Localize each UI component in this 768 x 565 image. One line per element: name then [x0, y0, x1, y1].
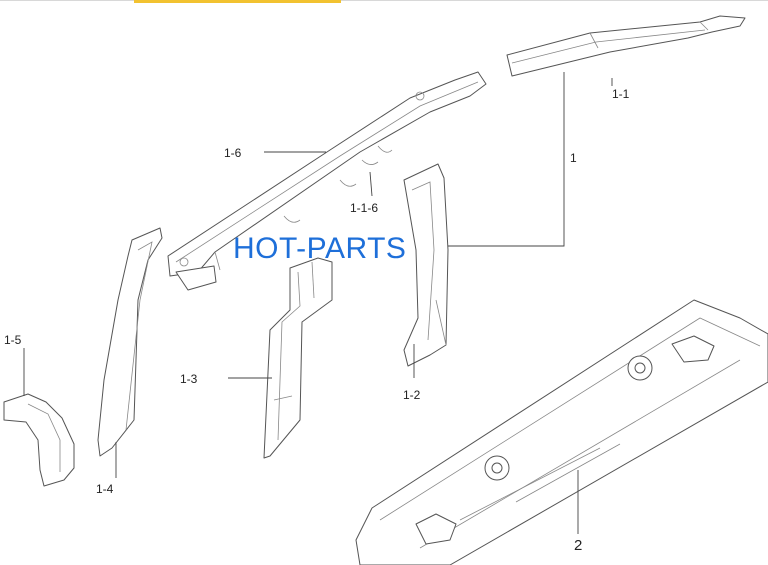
top-border-line: [0, 0, 768, 1]
callout-1-5: 1-5: [4, 333, 22, 347]
callout-1-1-6: 1-1-6: [350, 201, 378, 215]
callout-1-1: 1-1: [612, 87, 630, 101]
part-1-3-pillar: [263, 257, 333, 459]
callout-1: 1: [570, 151, 577, 165]
part-1-2-pillar: [403, 163, 449, 367]
part-2-crossmember: [355, 299, 768, 565]
callout-1-6: 1-6: [224, 146, 242, 160]
callout-1-2: 1-2: [403, 388, 421, 402]
part-1-1-rail: [506, 15, 746, 77]
callout-2: 2: [574, 537, 582, 554]
callout-1-4: 1-4: [96, 482, 114, 496]
top-accent-bar: [134, 0, 341, 3]
part-1-5-bracket: [3, 393, 75, 487]
part-1-4-pillar: [97, 227, 163, 457]
callout-1-3: 1-3: [180, 372, 198, 386]
hot-parts-watermark: HOT-PARTS: [233, 232, 407, 265]
leader-lines: [23, 72, 613, 534]
part-1-1-6-clips: [283, 145, 393, 223]
part-1-6-beam: [167, 71, 487, 291]
